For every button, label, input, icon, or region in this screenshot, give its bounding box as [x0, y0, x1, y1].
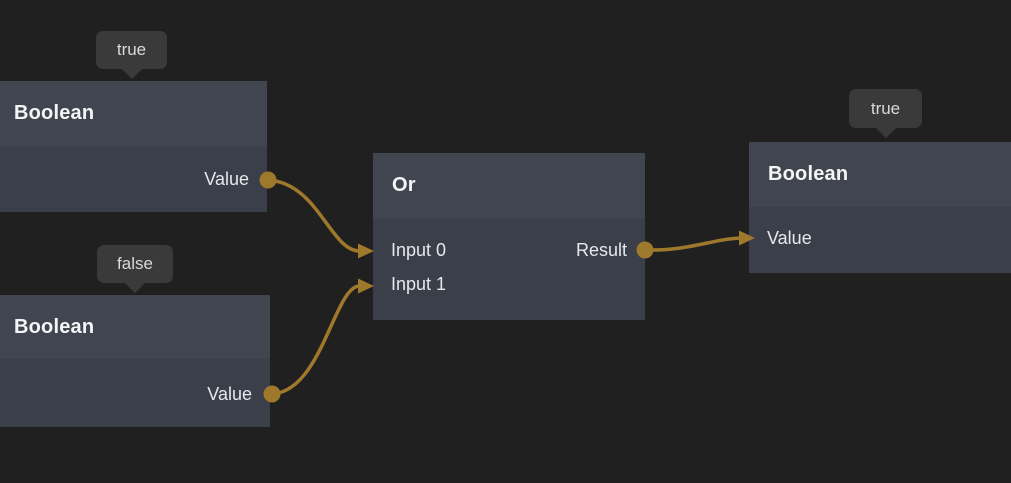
- tooltip-text: true: [870, 98, 901, 118]
- node-header-drag-handle[interactable]: Boolean: [0, 295, 270, 359]
- output-port-label: Result: [575, 239, 627, 260]
- tooltip-caret: [874, 127, 897, 138]
- tooltip-caret: [120, 68, 143, 79]
- input-port-row: Value: [749, 221, 1011, 255]
- wire-true-to-input0[interactable]: [266, 178, 361, 253]
- node-header-drag-handle[interactable]: Boolean: [0, 81, 267, 146]
- input-port-label: Value: [767, 227, 812, 248]
- node-boolean-true-1[interactable]: Boolean Value: [0, 81, 267, 212]
- output-port-row: Value: [0, 162, 267, 196]
- input-port-label: Input 1: [391, 273, 447, 294]
- node-title: Or: [392, 174, 416, 196]
- output-port-label: Value: [204, 168, 249, 189]
- output-port-label: Value: [207, 383, 252, 404]
- node-title: Boolean: [14, 102, 95, 124]
- input-port-label: Input 0: [391, 239, 447, 260]
- node-title: Boolean: [768, 163, 849, 185]
- node-header-drag-handle[interactable]: Boolean: [749, 142, 1011, 207]
- node-body: Value: [0, 359, 270, 427]
- wire-false-to-input1[interactable]: [270, 284, 361, 396]
- port-row-input1: Input 1: [373, 267, 645, 301]
- wire-result-to-value[interactable]: [643, 236, 743, 252]
- arrowhead-input0-icon: [358, 243, 374, 259]
- value-tooltip-false: false: [97, 245, 173, 293]
- node-or[interactable]: Or Input 0 Result Input 1: [373, 153, 645, 320]
- tooltip-text: false: [117, 254, 153, 273]
- node-header-drag-handle[interactable]: Or: [373, 153, 645, 218]
- value-tooltip-true-2: true: [849, 89, 922, 138]
- tooltip-text: true: [116, 40, 147, 59]
- node-boolean-result[interactable]: Boolean Value: [749, 142, 1011, 273]
- value-tooltip-true-1: true: [96, 31, 167, 79]
- node-boolean-false[interactable]: Boolean Value: [0, 295, 270, 427]
- node-title: Boolean: [14, 315, 95, 338]
- node-body: Input 0 Result Input 1: [373, 218, 645, 320]
- port-row-input0-result: Input 0 Result: [373, 233, 645, 267]
- output-port-row: Value: [0, 377, 270, 411]
- arrowhead-input1-icon: [358, 278, 374, 294]
- tooltip-caret: [124, 282, 146, 293]
- node-body: Value: [749, 207, 1011, 273]
- node-body: Value: [0, 146, 267, 212]
